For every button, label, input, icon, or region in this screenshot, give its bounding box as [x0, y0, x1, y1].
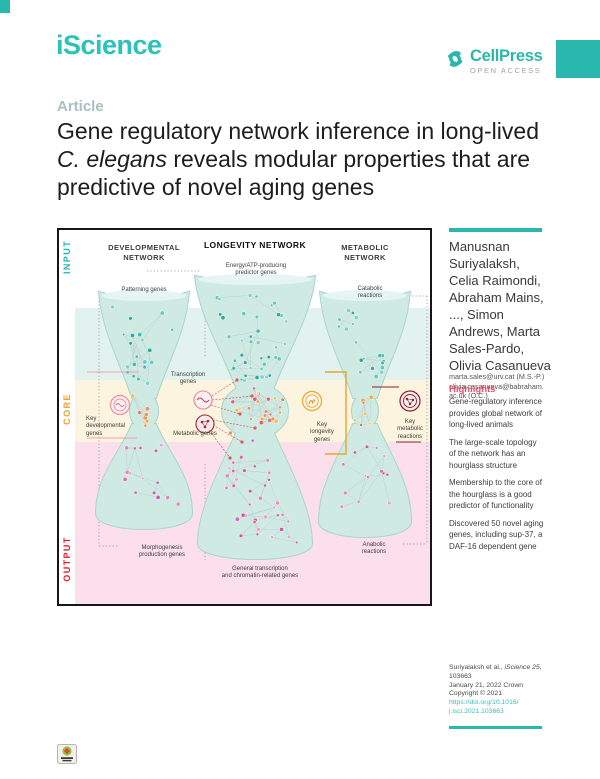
network-nodes [110, 293, 392, 545]
corner-accent-rect [556, 40, 600, 78]
publisher-name: CellPress [470, 47, 543, 65]
highlights-list: Gene-regulatory inference provides globa… [449, 396, 545, 558]
metabolic-network-title: METABOLIC NETWORK [341, 243, 389, 262]
crossmark-icon [57, 744, 77, 764]
sidebar-top-rule [449, 228, 542, 232]
transcription-genes-marker [193, 390, 213, 410]
article-title: Gene regulatory network inference in lon… [57, 117, 547, 201]
key-longevity-genes-label: Key longevity genes [310, 422, 334, 443]
correspondence-email-2[interactable]: olivia.casanueva@babraham.ac.uk (O.C.) [449, 381, 544, 401]
journal-logo: iScience [56, 30, 162, 60]
title-line-1: Gene regulatory network inference in lon… [57, 118, 539, 144]
doi-link-line-1[interactable]: https://doi.org/10.1016/ [449, 699, 519, 707]
title-line-2: reveals modular properties that are [166, 146, 531, 172]
zone-label-input: INPUT [62, 240, 72, 274]
red-pointer-lines [208, 379, 256, 459]
article-type-kicker: Article [57, 98, 104, 115]
open-access-label: OPEN ACCESS [470, 66, 542, 75]
developmental-network-title: DEVELOPMENTAL NETWORK [108, 243, 180, 262]
longevity-network-title: LONGEVITY NETWORK [203, 240, 307, 250]
highlight-item: Gene-regulatory inference provides globa… [449, 397, 542, 429]
citation-journal: iScience 25, [504, 664, 542, 671]
key-developmental-marker [87, 371, 139, 439]
title-line-3: predictive of novel aging genes [57, 174, 375, 200]
hourglass-networks [94, 274, 413, 560]
metabolic-genes-marker [195, 414, 215, 434]
publisher-logo: CellPress OPEN ACCESS [444, 48, 543, 75]
highlight-item: The large-scale topology of the network … [449, 437, 537, 470]
key-longevity-marker [301, 371, 347, 455]
patterning-genes-label: Patterning genes [121, 287, 167, 293]
citation-authors: Suriyalaksh et al., [449, 664, 505, 671]
general-transcription-label: General transcription and chromatin-rela… [221, 566, 299, 580]
highlights-heading: Highlights [449, 384, 496, 395]
correspondence-email-1[interactable]: marta.sales@urv.cat (M.S.-P.) [449, 372, 545, 381]
key-metabolic-reactions-label: Key metabolic reactions [397, 419, 423, 440]
red-pointer-dots [228, 378, 257, 460]
corner-accent-square [0, 0, 10, 13]
highlight-item: Membership to the core of the hourglass … [449, 478, 542, 510]
key-developmental-genes-label: Key developmental genes [86, 416, 126, 437]
sidebar-bottom-rule [449, 726, 542, 729]
zone-label-core: CORE [62, 393, 72, 425]
citation-copyright: Copyright © 2021 [449, 690, 502, 698]
highlight-item: Discovered 50 novel aging genes, includi… [449, 518, 544, 551]
key-metabolic-marker [372, 386, 421, 443]
metabolic-genes-label: Metabolic genes [173, 431, 217, 437]
graphical-abstract: INPUT CORE OUTPUT DEVELOPMENTAL NETWORK … [57, 228, 432, 606]
graphical-abstract-art [75, 270, 430, 604]
citation-block: Suriyalaksh et al., iScience 25, 103663 … [449, 664, 545, 717]
check-for-updates-badge[interactable] [57, 744, 77, 764]
anabolic-reactions-label: Anabolic reactions [361, 542, 387, 556]
cellpress-swirl-icon [444, 48, 466, 75]
transcription-genes-label: Transcription genes [170, 372, 206, 386]
doi-link-line-2[interactable]: j.isci.2021.103663 [449, 707, 504, 715]
correspondence-block: marta.sales@urv.cat (M.S.-P.) olivia.cas… [449, 372, 545, 401]
info-sidebar: Manusnan Suriyalaksh, Celia Raimondi, Ab… [449, 228, 551, 730]
energy-predictor-genes-label: Energy/ATP-producing predictor genes [225, 263, 287, 277]
title-species-italic: C. elegans [57, 146, 167, 172]
author-list: Manusnan Suriyalaksh, Celia Raimondi, Ab… [449, 239, 551, 373]
zone-label-output: OUTPUT [62, 536, 72, 582]
citation-article-number: 103663 [449, 672, 472, 680]
catabolic-reactions-label: Catabolic reactions [357, 286, 383, 300]
morphogenesis-genes-label: Morphogenesis production genes [138, 545, 186, 559]
citation-date: January 21, 2022 Crown [449, 681, 524, 689]
